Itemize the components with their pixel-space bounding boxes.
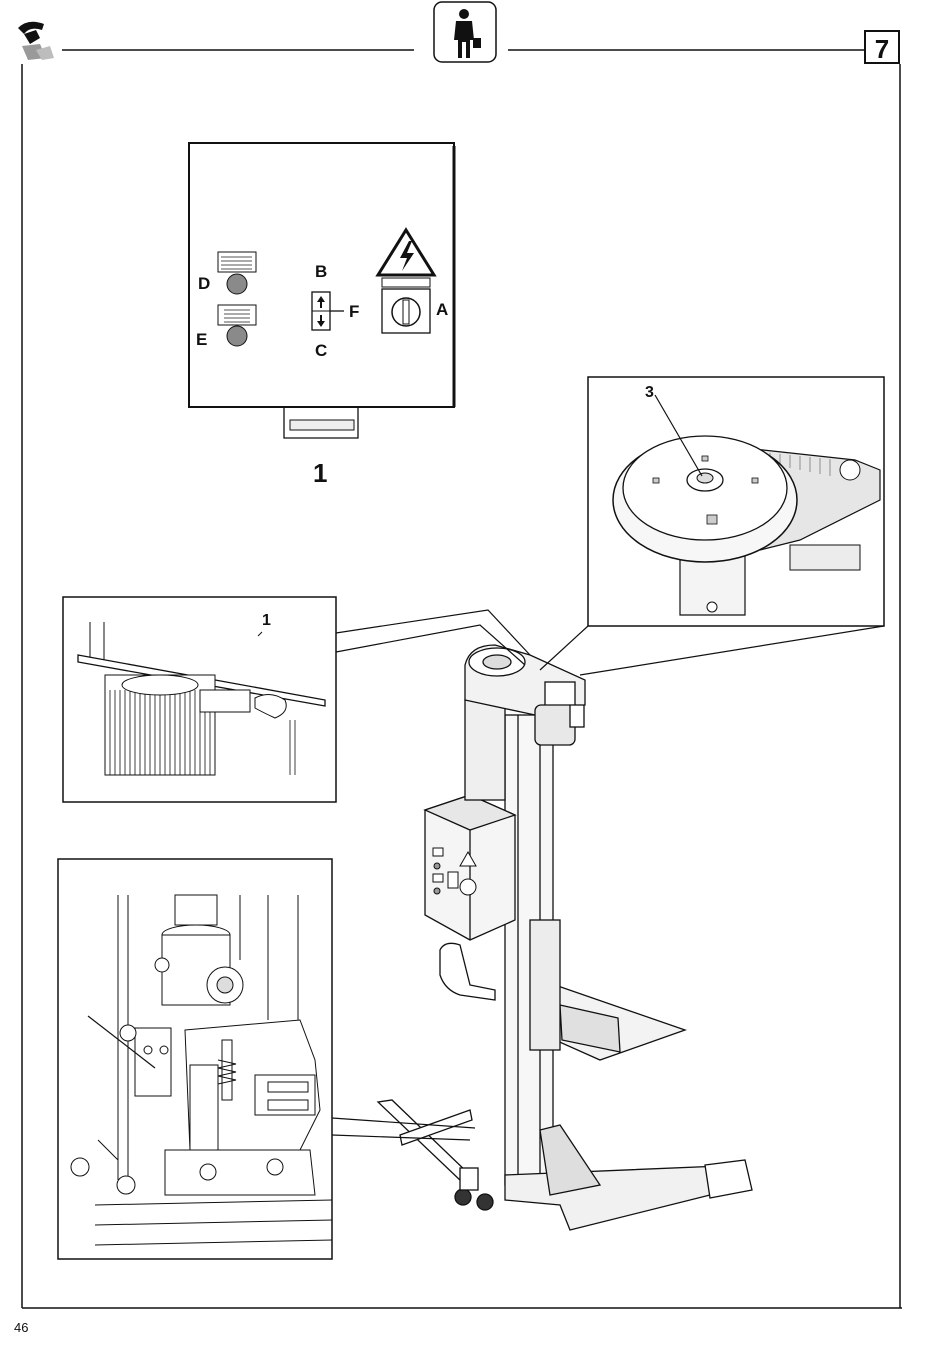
page-number: 46 xyxy=(14,1320,28,1335)
